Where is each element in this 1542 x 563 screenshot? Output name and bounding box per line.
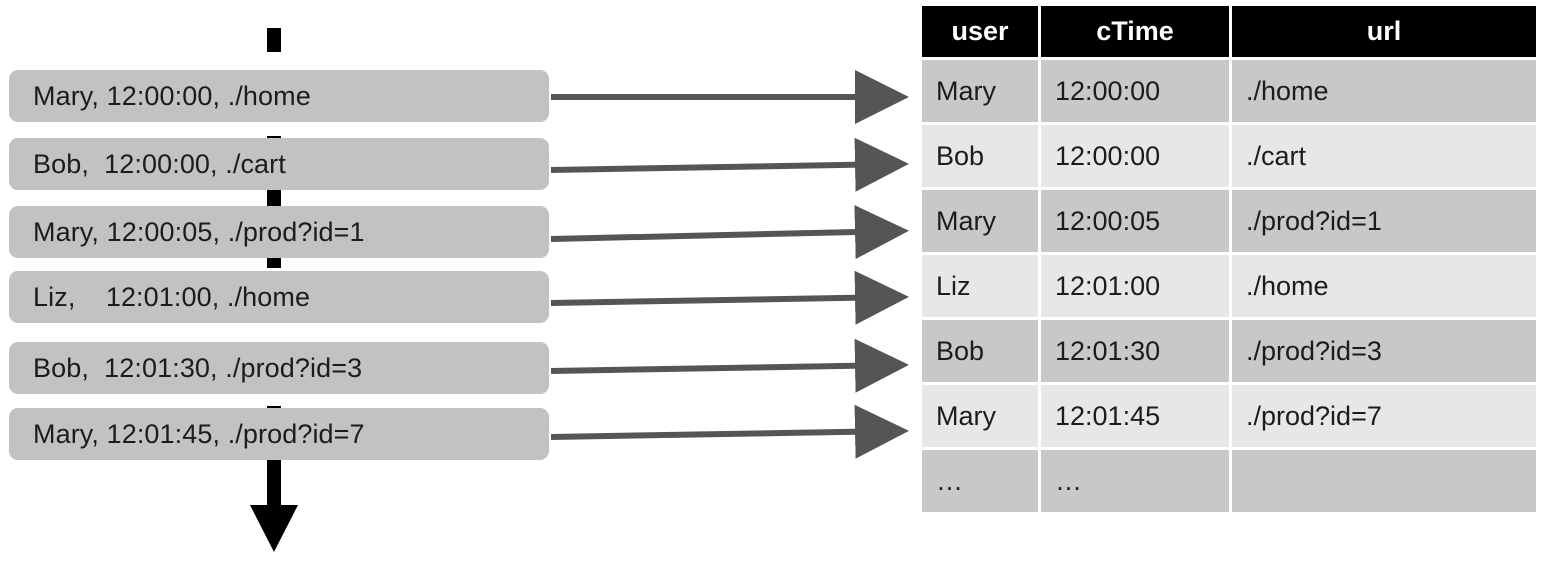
clickstream-log-table: user cTime url Mary 12:00:00 ./home Bob …	[919, 3, 1539, 515]
table-row[interactable]: Liz 12:01:00 ./home	[922, 255, 1536, 317]
cell-url	[1232, 450, 1536, 512]
table-row[interactable]: Mary 12:00:00 ./home	[922, 60, 1536, 122]
cell-ctime: 12:00:00	[1041, 60, 1229, 122]
cell-user: Bob	[922, 320, 1038, 382]
cell-url: ./prod?id=7	[1232, 385, 1536, 447]
maps-to-arrow	[550, 70, 909, 459]
cell-url: ./prod?id=3	[1232, 320, 1536, 382]
cell-user: …	[922, 450, 1038, 512]
event-text: Mary, 12:00:05, ./prod?id=1	[33, 216, 365, 247]
clickstream-panel: Mary, 12:00:00, ./home Bob, 12:00:00, ./…	[0, 0, 560, 563]
cell-ctime: 12:01:30	[1041, 320, 1229, 382]
event-box[interactable]: Mary, 12:01:45, ./prod?id=7	[9, 408, 549, 460]
cell-url: ./cart	[1232, 125, 1536, 187]
event-text: Bob, 12:01:30, ./prod?id=3	[33, 352, 363, 383]
event-text: Liz, 12:01:00, ./home	[33, 281, 311, 312]
cell-url: ./prod?id=1	[1232, 190, 1536, 252]
maps-to-arrow	[550, 270, 909, 325]
event-text: Bob, 12:00:00, ./cart	[33, 148, 286, 179]
cell-user: Liz	[922, 255, 1038, 317]
maps-to-arrow	[550, 137, 909, 192]
event-box[interactable]: Mary, 12:00:05, ./prod?id=1	[9, 206, 549, 258]
column-header-user[interactable]: user	[922, 6, 1038, 57]
event-text: Mary, 12:01:45, ./prod?id=7	[33, 418, 365, 449]
event-box[interactable]: Bob, 12:00:00, ./cart	[9, 138, 549, 190]
maps-to-arrow	[550, 338, 909, 393]
table-row[interactable]: Mary 12:01:45 ./prod?id=7	[922, 385, 1536, 447]
event-box[interactable]: Liz, 12:01:00, ./home	[9, 271, 549, 323]
cell-ctime: …	[1041, 450, 1229, 512]
cell-user: Mary	[922, 190, 1038, 252]
event-box[interactable]: Bob, 12:01:30, ./prod?id=3	[9, 342, 549, 394]
cell-ctime: 12:01:00	[1041, 255, 1229, 317]
table-row[interactable]: Bob 12:00:00 ./cart	[922, 125, 1536, 187]
table-row[interactable]: Mary 12:00:05 ./prod?id=1	[922, 190, 1536, 252]
maps-to-arrow	[550, 205, 909, 260]
table-header-row: user cTime url	[922, 6, 1536, 57]
cell-user: Bob	[922, 125, 1038, 187]
table-row[interactable]: Bob 12:01:30 ./prod?id=3	[922, 320, 1536, 382]
cell-ctime: 12:01:45	[1041, 385, 1229, 447]
column-header-url[interactable]: url	[1232, 6, 1536, 57]
cell-user: Mary	[922, 385, 1038, 447]
maps-to-arrow	[550, 404, 909, 459]
cell-ctime: 12:00:00	[1041, 125, 1229, 187]
cell-ctime: 12:00:05	[1041, 190, 1229, 252]
cell-user: Mary	[922, 60, 1038, 122]
cell-url: ./home	[1232, 255, 1536, 317]
event-box[interactable]: Mary, 12:00:00, ./home	[9, 70, 549, 122]
table-row-ellipsis: … …	[922, 450, 1536, 512]
event-text: Mary, 12:00:00, ./home	[33, 80, 311, 111]
column-header-ctime[interactable]: cTime	[1041, 6, 1229, 57]
cell-url: ./home	[1232, 60, 1536, 122]
